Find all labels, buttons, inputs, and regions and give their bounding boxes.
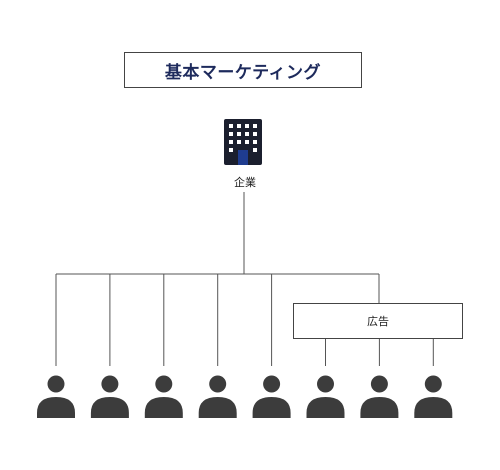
person-icon <box>360 375 399 418</box>
advertising-box: 広告 <box>293 303 463 339</box>
company-label: 企業 <box>234 176 256 189</box>
person-body <box>90 397 129 418</box>
person-icon <box>252 375 291 418</box>
diagram-title: 基本マーケティング <box>124 52 362 88</box>
building-window <box>253 132 257 136</box>
building-icon <box>224 119 262 165</box>
person-body <box>360 397 399 418</box>
person-head <box>424 375 442 393</box>
building-window <box>253 124 257 128</box>
building-window <box>229 148 233 152</box>
person-body <box>144 397 183 418</box>
person-icon <box>37 375 75 418</box>
person-body <box>414 397 453 418</box>
person-body <box>252 397 291 418</box>
building-window <box>237 132 241 136</box>
person-head <box>209 375 227 393</box>
person-icon <box>144 375 183 418</box>
building-window <box>253 148 257 152</box>
person-icon <box>90 375 129 418</box>
person-icon <box>198 375 237 418</box>
people-row <box>37 375 453 418</box>
building-window <box>245 124 249 128</box>
person-head <box>370 375 388 393</box>
connector-lines <box>55 192 434 366</box>
building-window <box>237 124 241 128</box>
person-head <box>317 375 334 393</box>
person-head <box>47 375 65 393</box>
person-body <box>306 397 345 418</box>
person-head <box>263 375 281 393</box>
building-window <box>245 140 249 144</box>
building-window <box>253 140 257 144</box>
person-head <box>101 375 119 393</box>
building-body <box>224 119 262 165</box>
building-window <box>245 132 249 136</box>
person-icon <box>306 375 345 418</box>
person-head <box>155 375 173 393</box>
advertising-label: 広告 <box>367 315 389 328</box>
building-window <box>237 140 241 144</box>
building-window <box>229 140 233 144</box>
person-body <box>198 397 237 418</box>
person-icon <box>414 375 453 418</box>
building-window <box>229 124 233 128</box>
person-body <box>37 397 75 418</box>
diagram-title-text: 基本マーケティング <box>164 62 322 83</box>
building-window <box>229 132 233 136</box>
building-door <box>238 150 248 165</box>
